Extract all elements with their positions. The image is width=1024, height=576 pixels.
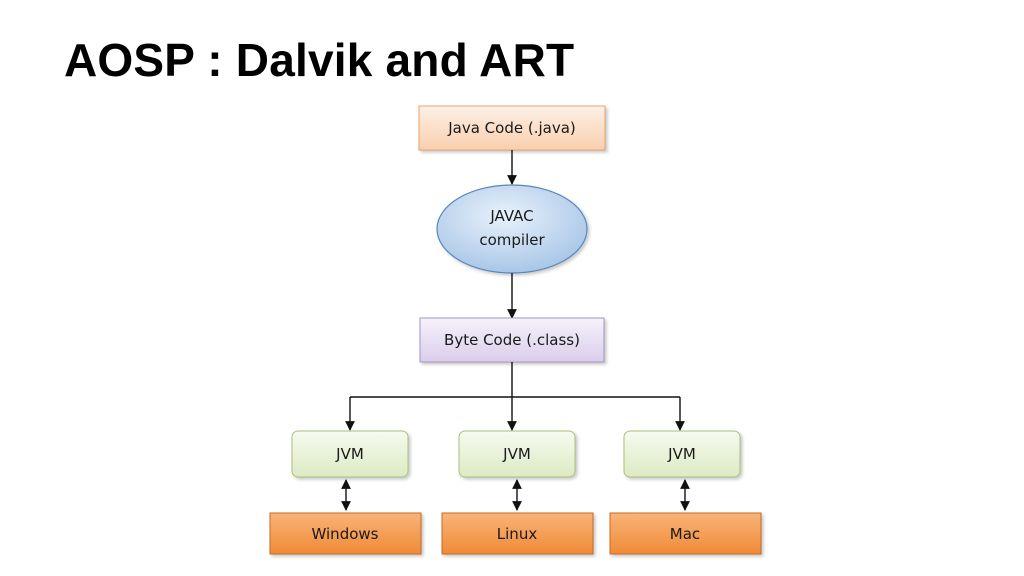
javac-compiler-ellipse (436, 184, 588, 274)
bytecode-node: Byte Code (.class) (419, 317, 605, 363)
javac-label-line2: compiler (479, 231, 545, 249)
jvm-box-3 (623, 430, 741, 478)
platform-label-windows: Windows (312, 525, 379, 543)
jvm-box-1 (291, 430, 409, 478)
platform-node-linux: Linux (441, 512, 594, 555)
jvm-node-3: JVM (623, 430, 741, 478)
platform-label-mac: Mac (670, 525, 700, 543)
platform-box-mac (609, 512, 762, 555)
platform-label-linux: Linux (497, 525, 538, 543)
bytecode-label: Byte Code (.class) (444, 331, 580, 349)
jvm-node-1: JVM (291, 430, 409, 478)
platform-box-windows (269, 512, 422, 555)
platform-node-mac: Mac (609, 512, 762, 555)
platform-box-linux (441, 512, 594, 555)
java-source-node: Java Code (.java) (418, 105, 606, 151)
java-source-label: Java Code (.java) (447, 119, 576, 137)
jvm-label-1: JVM (335, 445, 364, 463)
jvm-box-2 (458, 430, 576, 478)
javac-label-line1: JAVAC (489, 207, 533, 225)
jvm-label-3: JVM (667, 445, 696, 463)
branch-connectors (345, 362, 685, 431)
java-source-box (418, 105, 606, 151)
slide-title: AOSP : Dalvik and ART (64, 34, 575, 86)
javac-compiler-node: JAVAC compiler (436, 184, 588, 274)
jvm-node-2: JVM (458, 430, 576, 478)
platform-node-windows: Windows (269, 512, 422, 555)
jvm-label-2: JVM (502, 445, 531, 463)
